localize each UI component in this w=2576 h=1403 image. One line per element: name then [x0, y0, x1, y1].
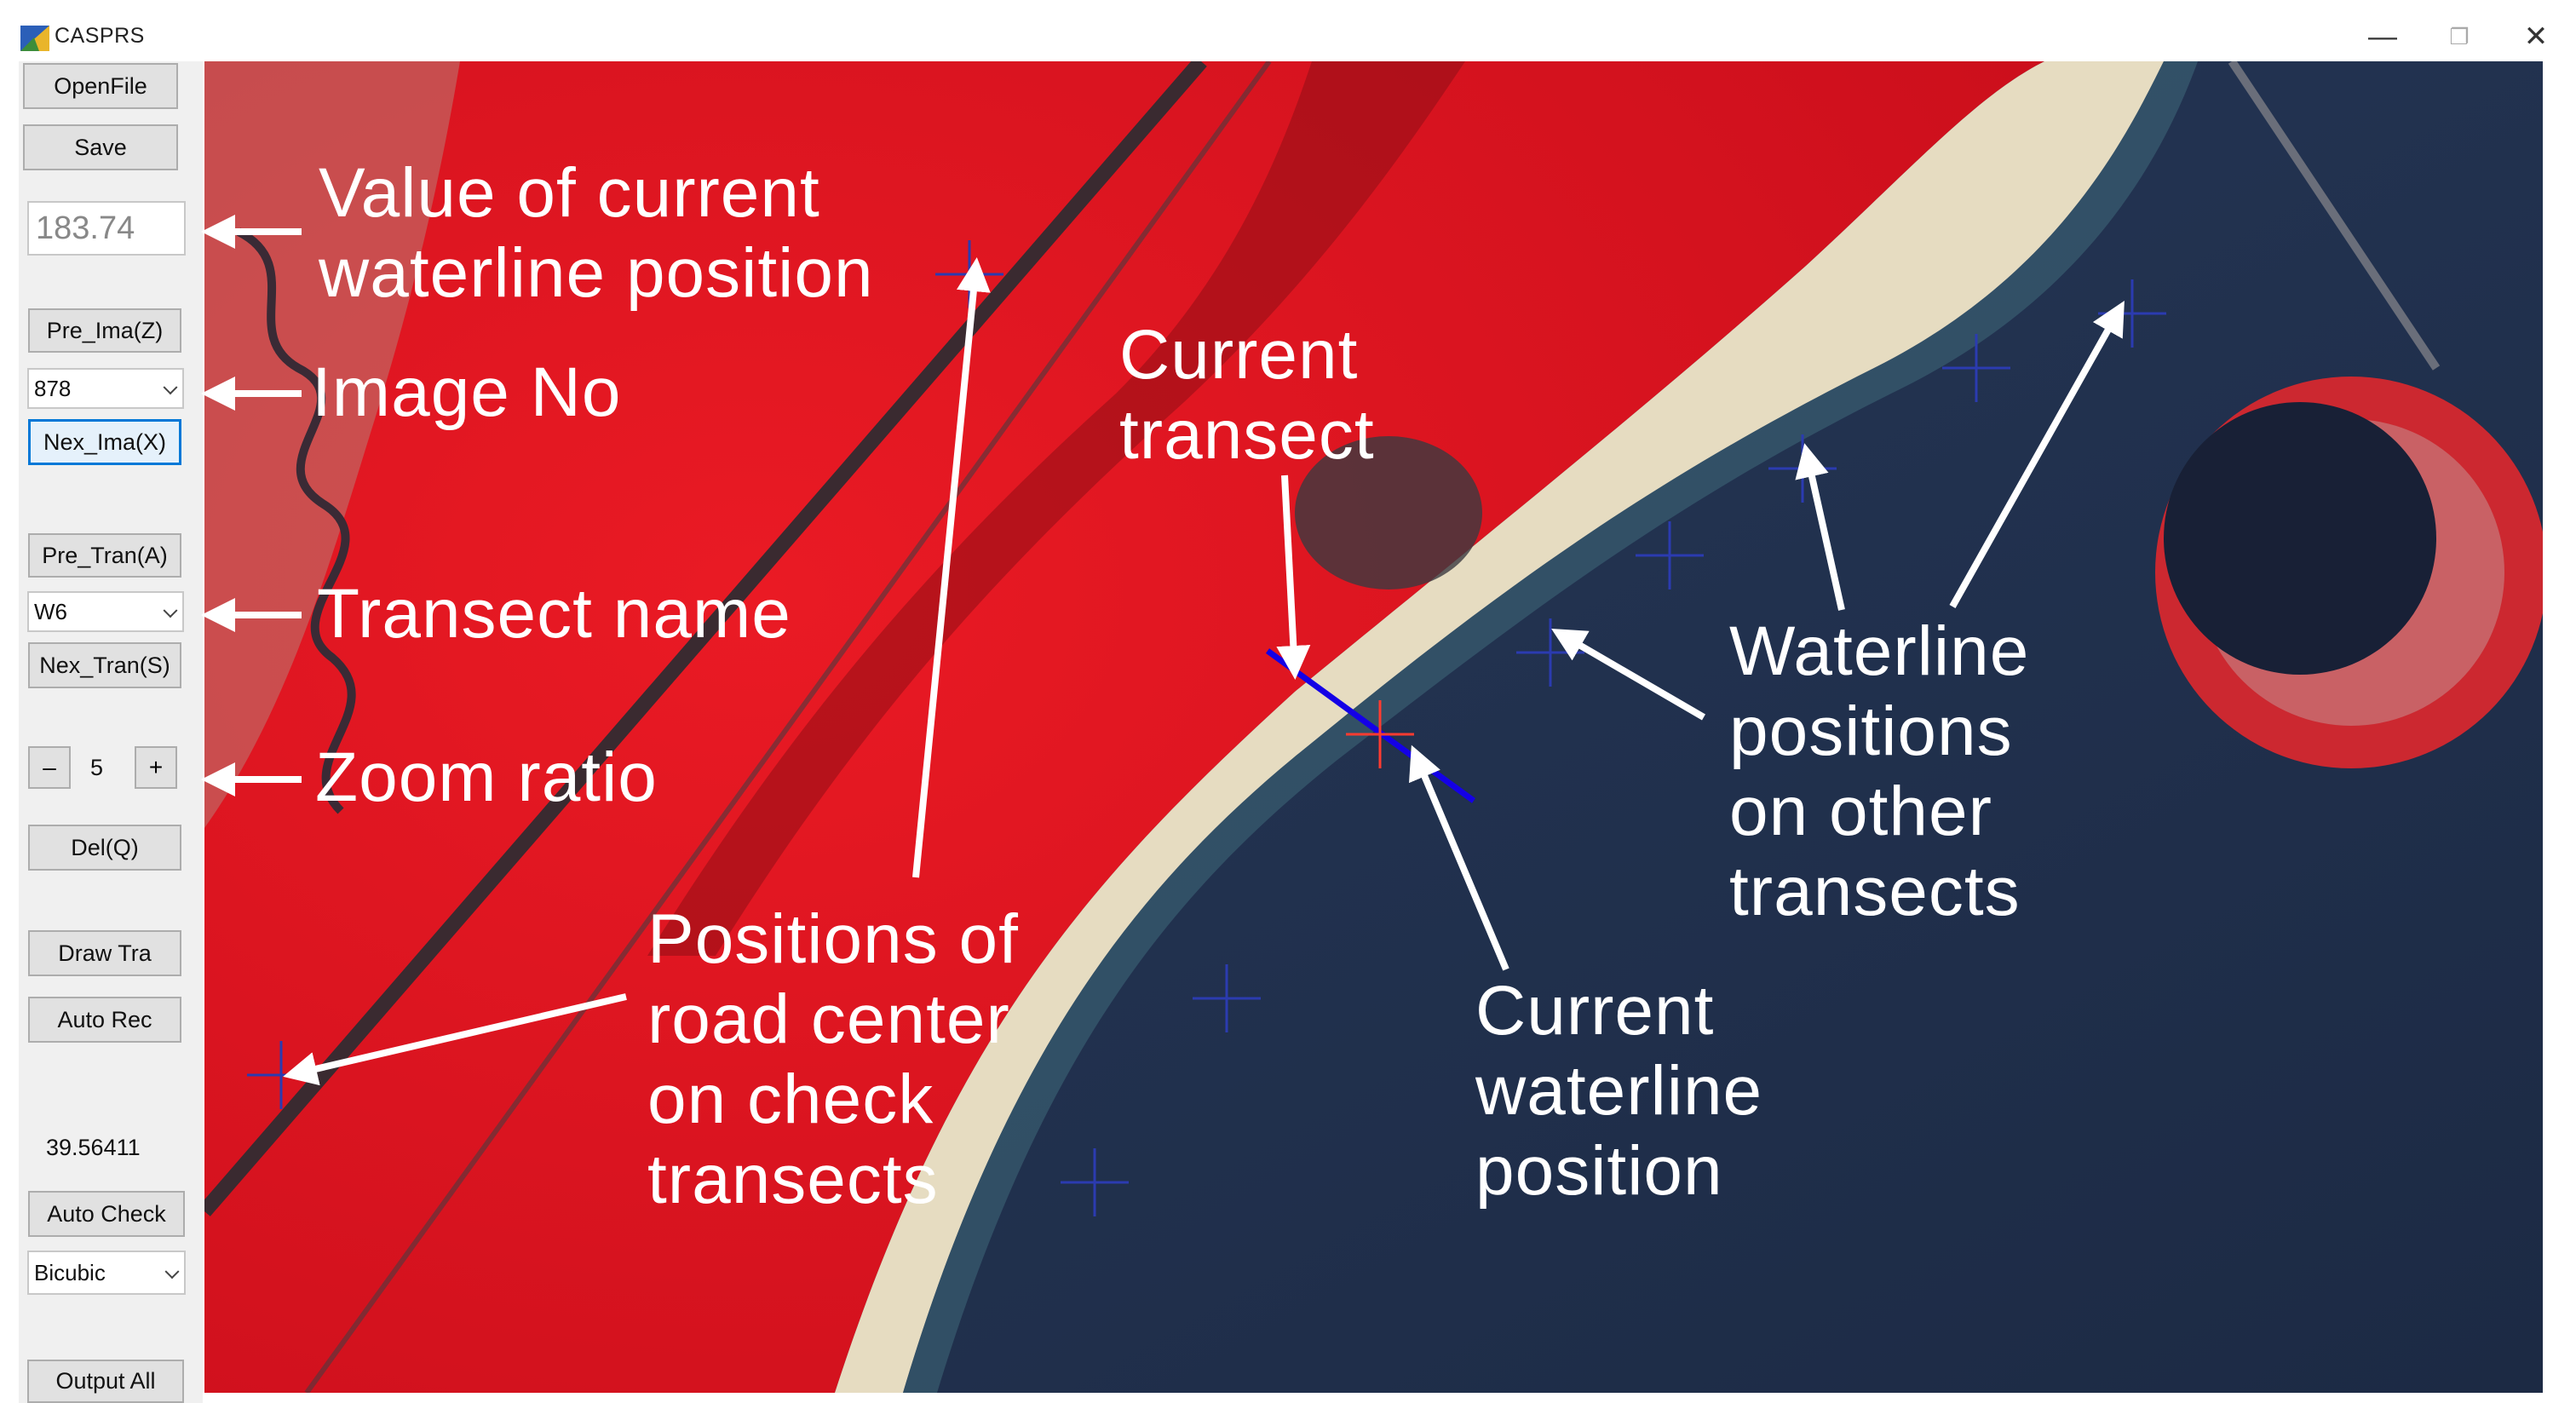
draw-transect-button[interactable]: Draw Tra [28, 930, 181, 976]
annotation-road-center: Positions of road center on check transe… [647, 900, 1019, 1218]
annotation-current-transect: Current transect [1119, 316, 1375, 474]
previous-image-button[interactable]: Pre_Ima(Z) [28, 308, 181, 353]
next-transect-button[interactable]: Nex_Tran(S) [28, 642, 181, 688]
waterline-value-field[interactable]: 183.74 [27, 201, 186, 256]
interpolation-select[interactable]: Bicubic [27, 1251, 186, 1295]
transect-name-value: W6 [34, 598, 67, 624]
image-number-select[interactable]: 878 [27, 368, 184, 409]
annotation-zoom-ratio: Zoom ratio [315, 739, 658, 816]
vegetation-area [204, 61, 2044, 1393]
river-channel [236, 227, 356, 814]
annotation-other-waterlines: Waterline positions on other transects [1729, 612, 2030, 930]
zoom-in-button[interactable]: + [135, 746, 177, 789]
transect-name-select[interactable]: W6 [27, 591, 184, 632]
delete-button[interactable]: Del(Q) [28, 825, 181, 871]
image-number-value: 878 [34, 375, 72, 401]
satellite-image [204, 61, 2543, 1393]
window-title: CASPRS [55, 24, 145, 48]
close-icon[interactable]: ✕ [2523, 20, 2549, 53]
annotation-waterline-value: Value of current waterline position [319, 154, 874, 312]
zoom-out-button[interactable]: – [28, 746, 71, 789]
interpolation-value: Bicubic [34, 1259, 106, 1285]
marker [1061, 1148, 1129, 1216]
annotation-transect-name: Transect name [317, 575, 791, 653]
image-canvas[interactable] [204, 61, 2543, 1393]
auto-check-button[interactable]: Auto Check [28, 1191, 185, 1237]
marker [1193, 964, 1261, 1032]
annotation-image-no: Image No [312, 354, 622, 431]
marker [1636, 521, 1704, 589]
current-waterline-marker [1346, 700, 1414, 768]
title-bar: CASPRS — ❐ ✕ [0, 0, 2576, 61]
minimize-icon[interactable]: — [2368, 20, 2397, 53]
save-button[interactable]: Save [23, 124, 178, 170]
road-edge [304, 61, 1272, 1393]
auto-recognition-button[interactable]: Auto Rec [28, 997, 181, 1043]
beach-strip [835, 61, 2164, 1393]
check-value-text: 39.56411 [46, 1135, 141, 1160]
restore-icon[interactable]: ❐ [2449, 23, 2470, 49]
control-panel: OpenFile Save 183.74 Pre_Ima(Z) 878 Nex_… [19, 61, 203, 1403]
bridge [2228, 61, 2441, 371]
chevron-down-icon [164, 1264, 180, 1279]
next-image-button[interactable]: Nex_Ima(X) [28, 419, 181, 465]
annotation-current-waterline: Current waterline position [1475, 972, 1763, 1210]
open-file-button[interactable]: OpenFile [23, 63, 178, 109]
chevron-down-icon [163, 603, 178, 618]
zoom-value: 5 [90, 755, 104, 780]
harbor-basin [2164, 402, 2436, 675]
chevron-down-icon [163, 380, 178, 395]
dense-vegetation [647, 61, 1465, 956]
output-all-button[interactable]: Output All [27, 1360, 184, 1403]
previous-transect-button[interactable]: Pre_Tran(A) [28, 533, 181, 578]
surf-zone [903, 61, 2198, 1393]
pond [1295, 436, 1482, 589]
app-logo-icon [20, 26, 49, 51]
